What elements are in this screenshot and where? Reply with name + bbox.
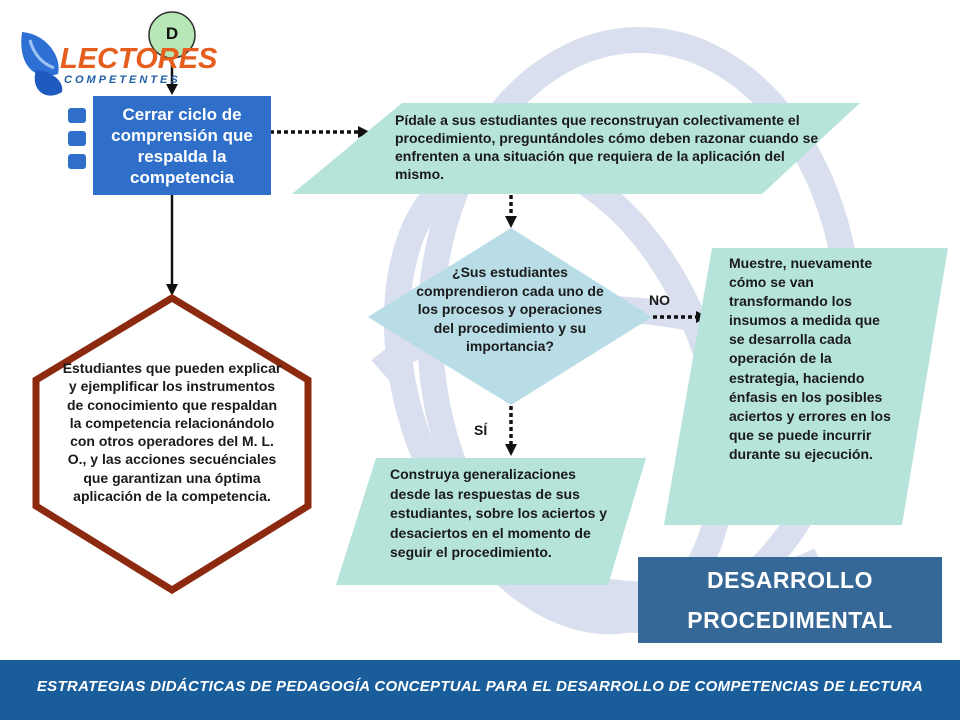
bullet-square xyxy=(68,154,86,169)
decision-diamond xyxy=(368,228,652,405)
decision-text: ¿Sus estudiantes comprendieron cada uno … xyxy=(416,264,604,354)
butterfly-logo-icon xyxy=(21,32,63,96)
muestre-parallelogram xyxy=(664,248,948,525)
cerrar-ciclo-text: Cerrar ciclo de comprensión que respalda… xyxy=(111,104,253,187)
pidale-text: Pídale a sus estudiantes que reconstruya… xyxy=(395,112,819,182)
logo-competentes: COMPETENTES xyxy=(64,74,181,86)
pidale-parallelogram xyxy=(292,103,860,194)
construya-text: Construya generalizaciones desde las res… xyxy=(390,466,608,560)
arrowhead-pidale xyxy=(358,126,370,138)
estudiantes-text: Estudiantes que pueden explicar y ejempl… xyxy=(62,360,282,505)
no-label: NO xyxy=(649,292,670,308)
connector-d-label: D xyxy=(165,24,179,43)
cerrar-ciclo-box: Cerrar ciclo de comprensión que respalda… xyxy=(93,96,271,195)
estudiantes-hexagon xyxy=(32,293,312,595)
footer-bar xyxy=(0,660,960,720)
arrowhead-construya xyxy=(505,444,517,456)
si-label: SÍ xyxy=(474,422,488,438)
muestre-text: Muestre, nuevamente cómo se van transfor… xyxy=(729,255,891,462)
desarrollo-procedimental-title: DESARROLLO PROCEDIMENTAL xyxy=(638,557,942,643)
bullet-square xyxy=(68,108,86,123)
arrowhead-hexagon xyxy=(166,284,178,296)
logo-lectores: LECTORES xyxy=(60,43,218,75)
title-line-2: PROCEDIMENTAL xyxy=(687,607,893,633)
bullet-square xyxy=(68,131,86,146)
title-line-1: DESARROLLO xyxy=(707,567,873,593)
construya-parallelogram xyxy=(336,458,646,585)
arrowhead-decision xyxy=(505,216,517,228)
arrowhead-d xyxy=(166,84,178,95)
footer-text: ESTRATEGIAS DIDÁCTICAS DE PEDAGOGÍA CONC… xyxy=(36,678,924,695)
